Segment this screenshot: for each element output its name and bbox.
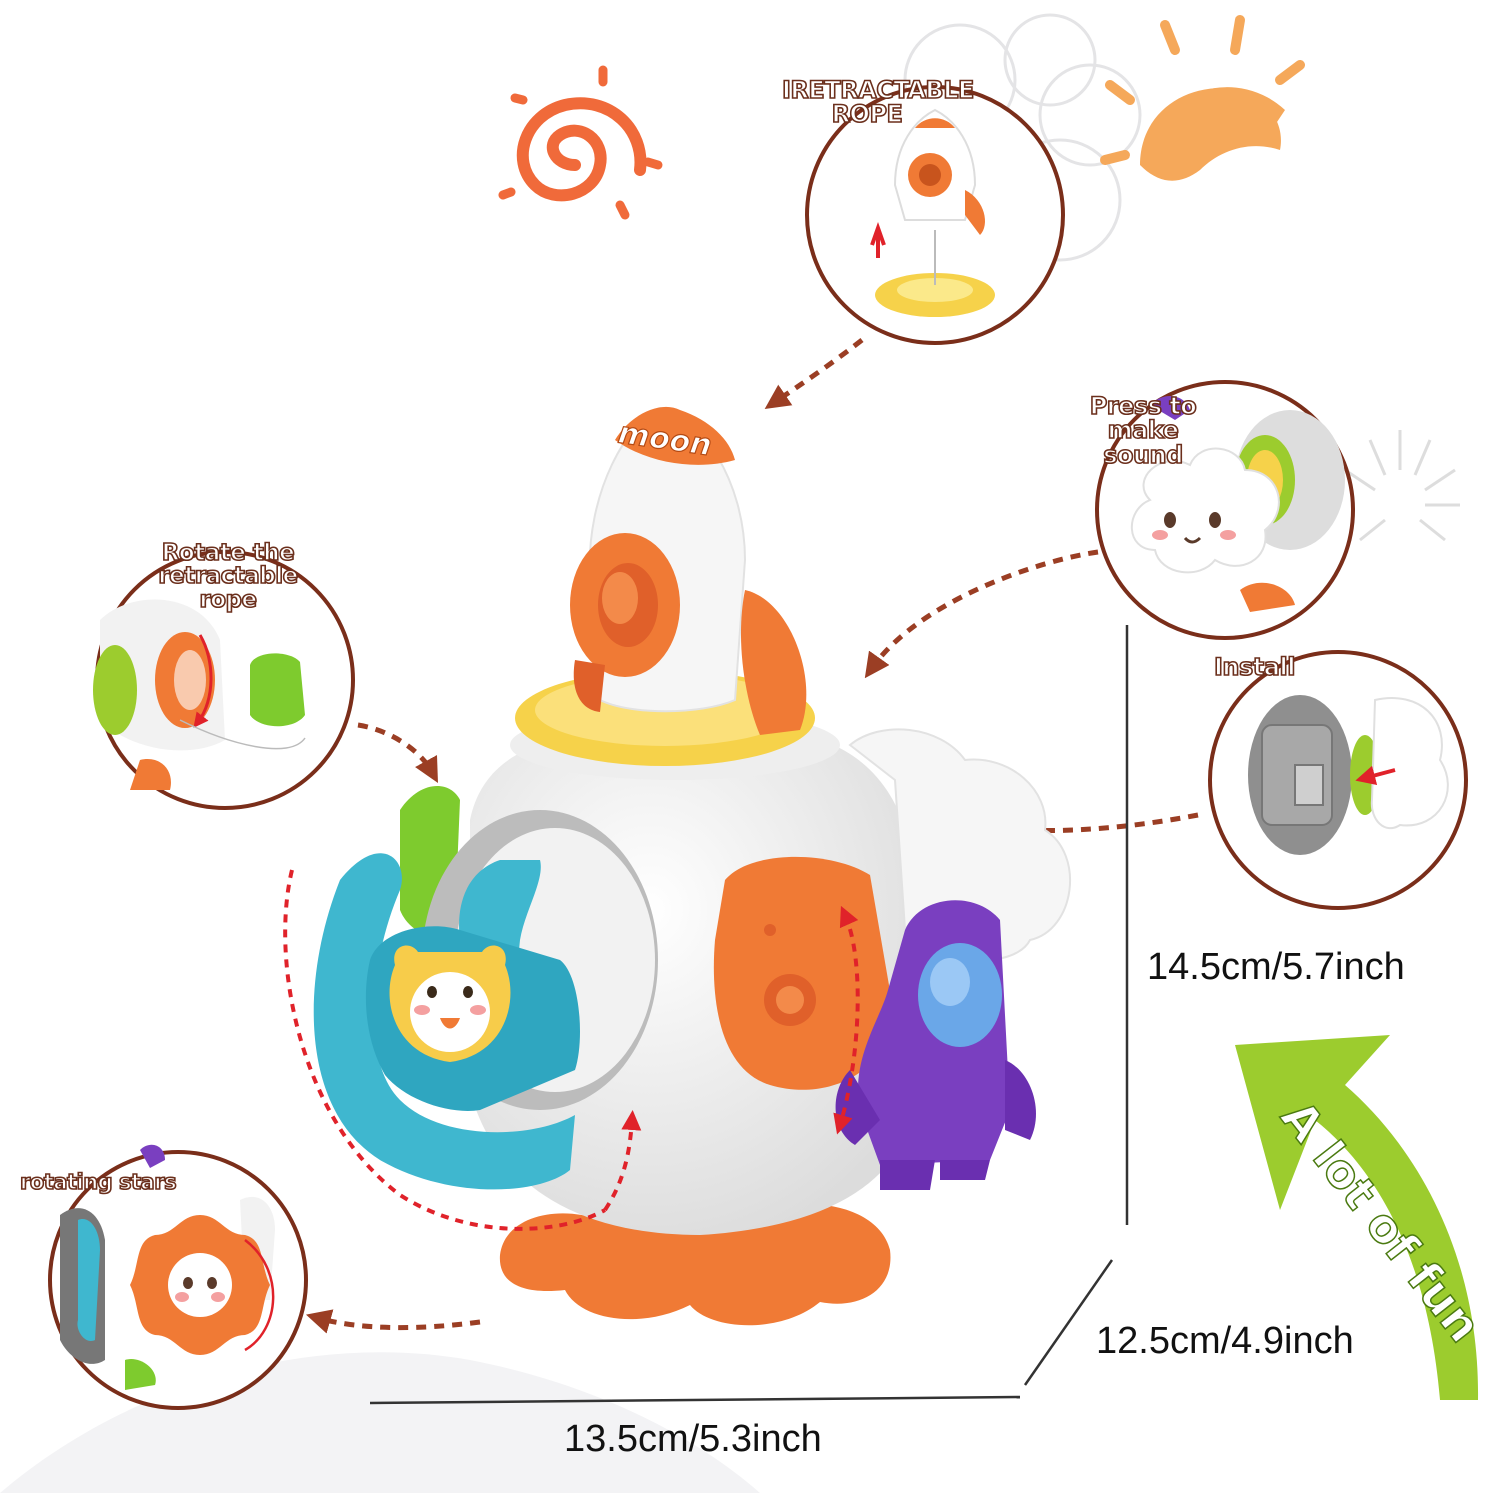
callout-rotating-stars: rotating stars: [19, 1170, 177, 1194]
dimension-depth: 12.5cm/4.9inch: [1096, 1320, 1354, 1362]
fun-arrow-badge: [1235, 1035, 1479, 1400]
detail-circle-stars: [48, 1144, 308, 1410]
busy-cube-toy: [283, 406, 1071, 1326]
callout-press-to-make-sound: Press to make sound: [1089, 392, 1198, 469]
detail-circle-sound: [1095, 380, 1355, 640]
detail-circle-rocket: [805, 85, 1065, 345]
detail-circle-rotate: [93, 550, 355, 810]
dimension-width: 13.5cm/5.3inch: [564, 1418, 822, 1460]
callout-retractable-rope: IRETRACTABLE ROPE: [781, 76, 975, 129]
dimension-lines: [369, 625, 1129, 1405]
callout-rotate-retractable-rope: Rotate the retractable rope: [157, 540, 299, 613]
dimension-height: 14.5cm/5.7inch: [1147, 946, 1405, 988]
detail-circle-install: [1208, 650, 1468, 910]
callout-install: Install: [1213, 653, 1296, 681]
